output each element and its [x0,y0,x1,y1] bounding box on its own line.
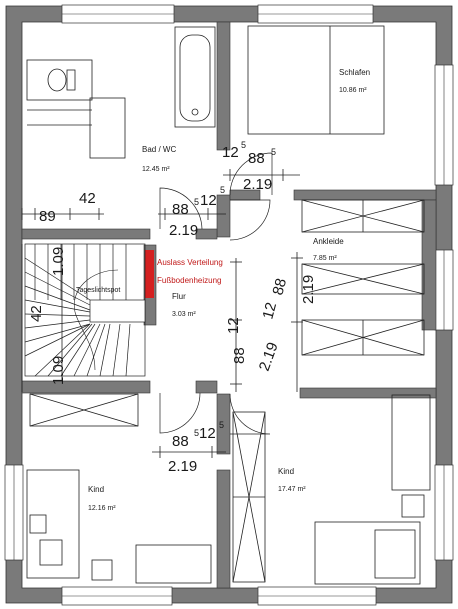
dim-label-88-flur-b: 88 [231,347,248,364]
door-bath [159,187,203,230]
room-area-schlafen: 10.86 m² [339,87,367,94]
doors [159,152,273,435]
dim-sup-kind: 5 [194,428,199,438]
windows [4,4,454,606]
dim-label-219-ankleide: 2.19 [300,275,317,304]
dim-label-42-stair: 42 [28,305,45,322]
dim-label-109-bottom: 1.09 [50,356,67,385]
dim-label-12-kind: 12 [199,425,216,442]
heating-label-1: Auslass Verteilung [157,258,223,267]
inner-wall-kind-right-top [299,387,437,399]
door-ankleide [229,199,271,241]
door-kind-right [229,393,271,435]
dim-label-12-schlafen: 12 [222,144,239,161]
inner-wall-kind-left-top [21,380,151,394]
room-name-ankleide: Ankleide [313,237,344,246]
dim-label-88-schlafen: 88 [248,150,265,167]
desk-kind-left [135,544,212,584]
wardrobe-ankleide-mid [301,263,425,295]
toilet [47,68,67,92]
room-area-flur: 3.03 m² [172,311,196,318]
stair-walk-line [73,269,119,371]
room-area-kind-left: 12.16 m² [88,505,116,512]
dim-sup-bath-2: 5 [220,185,225,195]
inner-wall-vertical-lower [216,393,231,455]
dim-sup-kind-2: 5 [219,420,224,430]
room-area-bad: 12.45 m² [142,166,170,173]
inner-wall-bath-bottom-b [195,228,218,240]
room-name-kind-left: Kind [88,485,104,494]
inner-wall-ankleide-right [421,199,437,331]
inner-wall-schlafen-bottom-b [293,189,437,201]
dim-label-219-schlafen: 2.19 [243,176,272,193]
room-area-kind-right: 17.47 m² [278,486,306,493]
bathroom-fixtures [26,26,216,159]
inner-wall-kind-left-top-b [195,380,218,394]
dim-label-42-top: 42 [79,190,96,207]
bed-schlafen [247,25,385,135]
door-schlafen [229,152,273,196]
dim-label-88-bath: 88 [172,201,189,218]
bed-kind-right [314,521,421,585]
dim-label-219-kind: 2.19 [168,458,197,475]
room-name-flur: Flur [172,292,186,301]
dim-label-88-flur-a: 88 [269,277,290,298]
inner-wall-bath-bottom [21,228,151,240]
wardrobe-kind-left [29,393,139,427]
dim-sup-schlafen-2: 5 [271,147,276,157]
heating-outlet [145,250,154,298]
skylight-label: Tageslichtspot [76,287,120,294]
room-area-ankleide: 7.85 m² [313,255,337,262]
dimension-lines [21,169,303,458]
dim-label-88-kind: 88 [172,433,189,450]
dim-sup-bath: 5 [194,197,199,207]
toilet-box [26,59,93,101]
inner-wall-vertical-bottom [216,469,231,589]
dim-label-12-flur-a: 12 [259,301,280,322]
dim-label-12-flur-b: 12 [225,317,242,334]
room-name-schlafen: Schlafen [339,68,370,77]
dim-label-219-flur: 2.19 [256,340,282,373]
room-name-bad: Bad / WC [142,145,176,154]
stairs [24,243,146,377]
dim-label-219-bath: 2.19 [169,222,198,239]
room-name-kind-right: Kind [278,467,294,476]
inner-wall-vertical-upper [216,21,231,151]
desk-kind-right [391,394,431,491]
washbasin-unit [89,97,126,159]
dim-label-109-top: 1.09 [50,247,67,276]
dim-label-12-bath: 12 [200,192,217,209]
inner-walls [21,21,437,589]
bed-kind-left [26,469,80,579]
furniture [26,25,431,585]
door-kind-left [159,392,201,434]
heating-label-2: Fußbodenheizung [157,276,222,285]
dim-sup-schlafen-1: 5 [241,140,246,150]
inner-wall-vertical-mid [216,194,231,238]
dim-label-89: 89 [39,208,56,225]
bathtub [174,26,216,128]
